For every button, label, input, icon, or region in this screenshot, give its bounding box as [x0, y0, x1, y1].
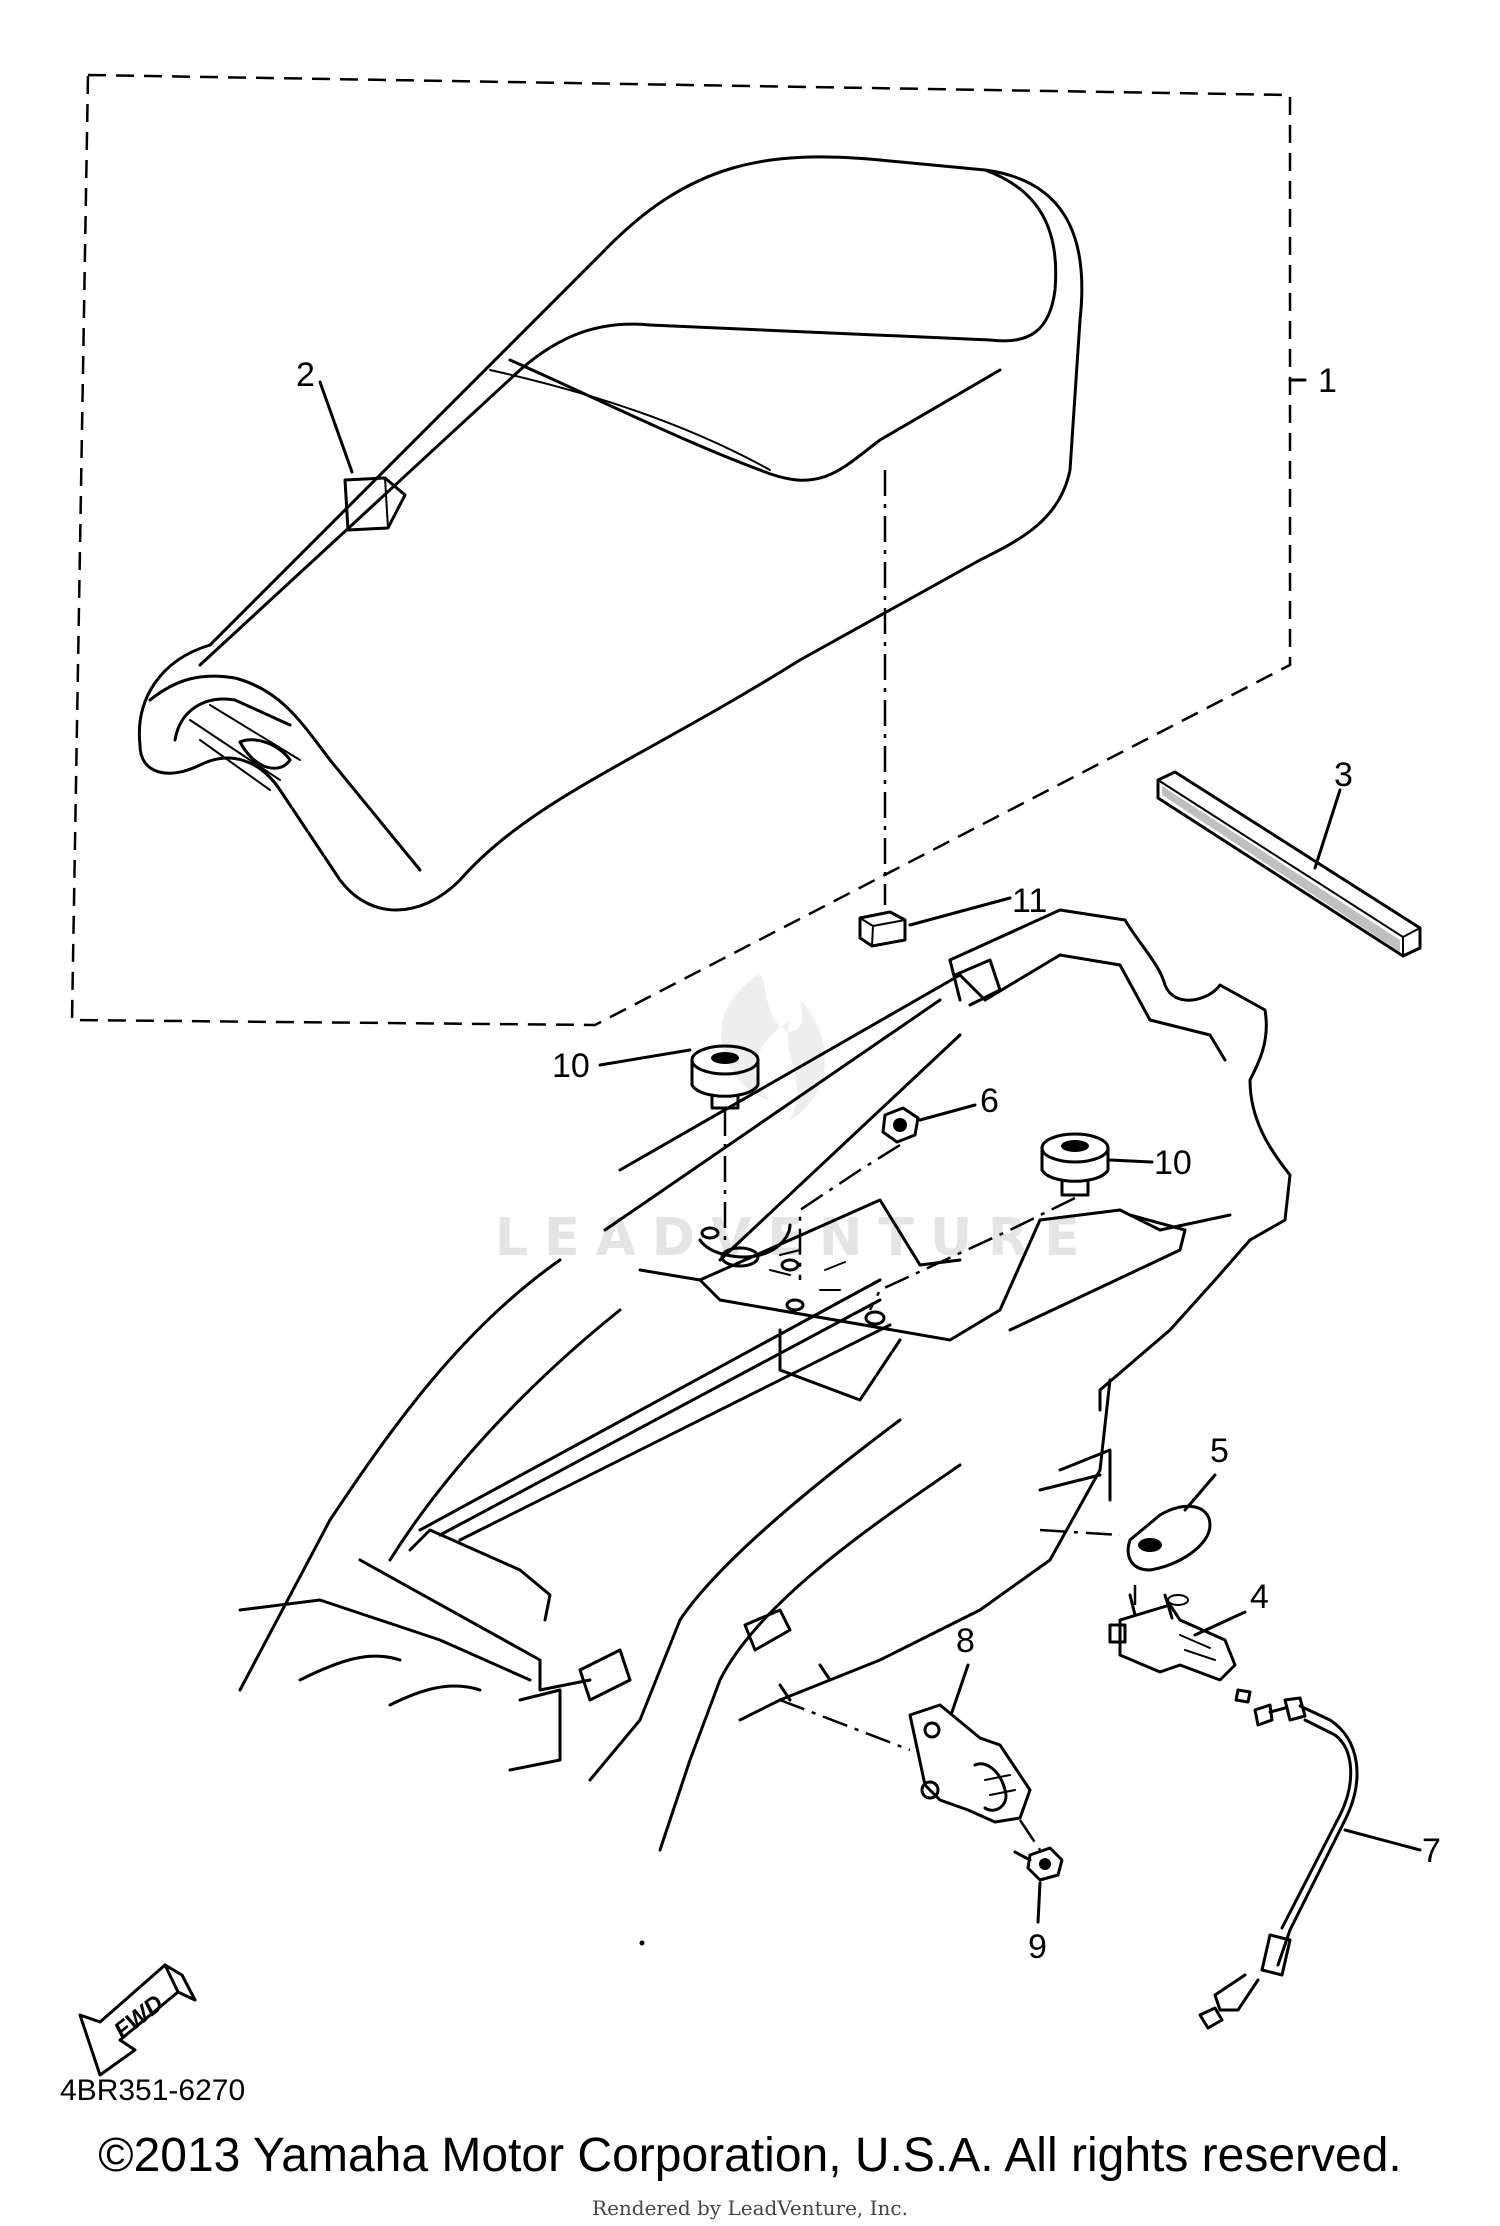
leader-8 — [950, 1663, 970, 1714]
callout-5: 5 — [1210, 1432, 1229, 1470]
seat-pad — [858, 910, 907, 948]
leader-11 — [908, 896, 1012, 927]
callout-1: 1 — [1318, 362, 1337, 400]
fwd-label: FWD — [109, 1990, 169, 2045]
lock-plate — [1126, 1504, 1212, 1572]
bolt — [1013, 1846, 1064, 1882]
callout-9: 9 — [1028, 1928, 1047, 1966]
nut — [881, 1106, 920, 1144]
leader-9 — [1036, 1881, 1042, 1924]
centerline-8 — [779, 1698, 911, 1752]
rendered-by-credit: Rendered by LeadVenture, Inc. — [592, 2196, 908, 2220]
callout-10-left: 10 — [552, 1047, 590, 1085]
callout-8: 8 — [956, 1622, 975, 1660]
leader-2 — [318, 380, 354, 474]
leader-7 — [1343, 1828, 1422, 1852]
damper-strip — [1156, 770, 1422, 958]
copyright-notice: ©2013 Yamaha Motor Corporation, U.S.A. A… — [98, 2129, 1402, 2182]
centerline-6 — [798, 1143, 901, 1280]
leader-3 — [1313, 788, 1342, 870]
seat-assembly-boundary — [70, 73, 1292, 1027]
callout-2: 2 — [296, 356, 315, 394]
leader-4 — [1193, 1610, 1247, 1637]
callout-6: 6 — [980, 1082, 999, 1120]
callout-7: 7 — [1422, 1832, 1441, 1870]
rear-frame — [238, 908, 1292, 1852]
centerline-9 — [1018, 1819, 1042, 1851]
rubber-damper-left — [690, 1044, 760, 1110]
leader-10b — [1108, 1158, 1154, 1164]
callout-4: 4 — [1250, 1578, 1269, 1616]
stray-mark — [639, 1940, 645, 1946]
leader-6 — [918, 1103, 977, 1122]
callout-11: 11 — [1012, 882, 1047, 920]
watermark: LEADVENTURE — [495, 975, 1080, 1268]
seat — [137, 155, 1084, 912]
centerline-10b — [868, 1196, 1076, 1311]
leader-5 — [1183, 1473, 1217, 1512]
seat-strap-tab — [343, 476, 407, 532]
lock-bracket — [908, 1703, 1032, 1824]
leader-10a — [598, 1048, 692, 1067]
forward-direction-arrow: FWD — [78, 1963, 197, 2077]
centerline-5 — [1039, 1528, 1121, 1537]
callout-3: 3 — [1334, 756, 1353, 794]
seat-lock — [1108, 1593, 1237, 1682]
rubber-damper-right — [1040, 1132, 1110, 1197]
callout-10-right: 10 — [1154, 1144, 1192, 1182]
seat-lock-cable — [1198, 1688, 1359, 2030]
diagram-code: 4BR351-6270 — [60, 2074, 245, 2107]
